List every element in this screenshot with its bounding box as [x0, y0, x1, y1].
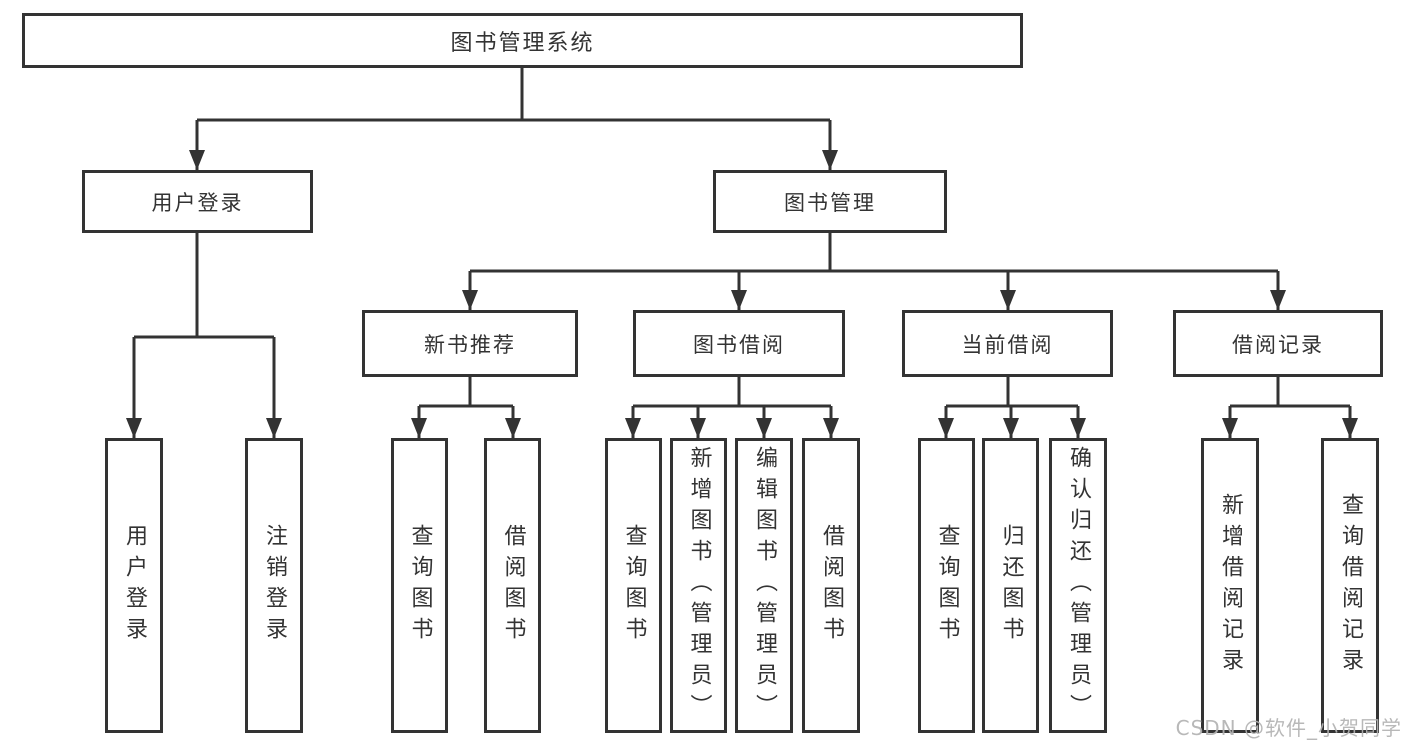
leaf-borrow-query-books: 查询图书 — [605, 438, 662, 733]
node-user-login: 用户登录 — [82, 170, 313, 233]
leaf-borrow-edit-books-admin: 编辑图书（管理员） — [735, 438, 793, 733]
leaf-newbook-borrow-books-label: 借阅图书 — [500, 523, 526, 648]
leaf-borrow-add-books-admin: 新增图书（管理员） — [670, 438, 727, 733]
leaf-newbook-query-books-label: 查询图书 — [407, 523, 433, 648]
leaf-records-query-record-label: 查询借阅记录 — [1338, 492, 1363, 679]
leaf-borrow-add-books-admin-label: 新增图书（管理员） — [686, 446, 712, 725]
node-borrow-records: 借阅记录 — [1173, 310, 1383, 377]
leaf-borrow-borrow-books-label: 借阅图书 — [819, 523, 844, 648]
node-current-borrow: 当前借阅 — [902, 310, 1113, 377]
leaf-current-confirm-return-admin-label: 确认归还（管理员） — [1066, 446, 1091, 725]
csdn-watermark: CSDN @软件_小贺同学 — [1175, 716, 1402, 740]
leaf-newbook-query-books: 查询图书 — [391, 438, 448, 733]
leaf-newbook-borrow-books: 借阅图书 — [484, 438, 541, 733]
leaf-current-return-books-label: 归还图书 — [998, 523, 1024, 648]
node-book-borrow: 图书借阅 — [633, 310, 845, 377]
leaf-records-add-record: 新增借阅记录 — [1201, 438, 1259, 733]
node-root-library-system: 图书管理系统 — [22, 13, 1023, 68]
node-new-book-recommend: 新书推荐 — [362, 310, 578, 377]
leaf-current-query-books-label: 查询图书 — [934, 523, 960, 648]
leaf-logout-label: 注销登录 — [262, 523, 287, 648]
leaf-records-query-record: 查询借阅记录 — [1321, 438, 1379, 733]
leaf-records-add-record-label: 新增借阅记录 — [1218, 492, 1243, 679]
node-book-management: 图书管理 — [713, 170, 947, 233]
leaf-user-login-label: 用户登录 — [122, 523, 147, 648]
leaf-user-login: 用户登录 — [105, 438, 163, 733]
leaf-borrow-query-books-label: 查询图书 — [621, 523, 647, 648]
leaf-borrow-borrow-books: 借阅图书 — [802, 438, 860, 733]
leaf-logout: 注销登录 — [245, 438, 303, 733]
leaf-borrow-edit-books-admin-label: 编辑图书（管理员） — [752, 446, 777, 725]
leaf-current-query-books: 查询图书 — [918, 438, 975, 733]
leaf-current-confirm-return-admin: 确认归还（管理员） — [1049, 438, 1107, 733]
leaf-current-return-books: 归还图书 — [982, 438, 1039, 733]
